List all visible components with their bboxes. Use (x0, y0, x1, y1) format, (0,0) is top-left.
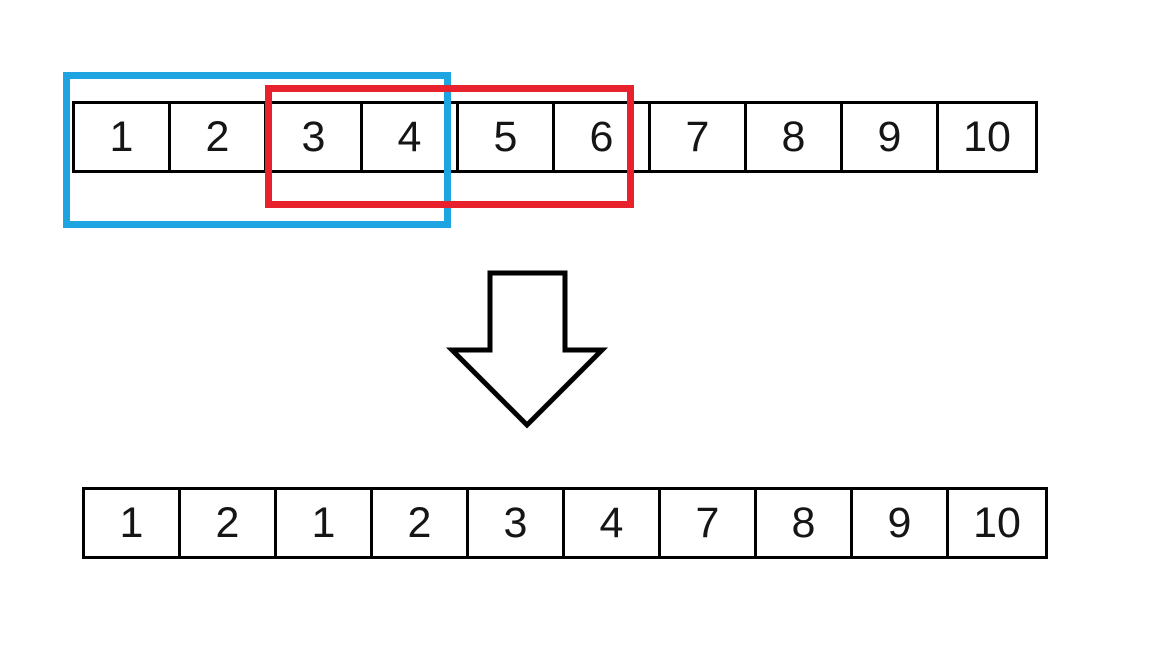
result-array-cell: 2 (181, 490, 277, 556)
source-array-cell: 10 (963, 112, 1011, 161)
result-array-cell: 9 (853, 490, 949, 556)
source-array-cell: 4 (363, 104, 459, 170)
result-array: 1 2 1 2 3 4 7 8 9 10 (82, 487, 1048, 559)
result-array-cell: 10 (973, 498, 1021, 547)
result-array-cell: 2 (373, 490, 469, 556)
result-array-cell: 8 (757, 490, 853, 556)
red-highlight-rect (265, 85, 634, 208)
result-array-cell: 1 (277, 490, 373, 556)
source-array-cell: 6 (555, 104, 651, 170)
source-array-cell: 9 (843, 104, 939, 170)
source-array-cell: 8 (747, 104, 843, 170)
source-array-cell: 7 (651, 104, 747, 170)
blue-highlight-rect (63, 72, 451, 228)
down-arrow-icon (445, 270, 609, 429)
result-array-cell: 4 (565, 490, 661, 556)
source-array-cell: 3 (267, 104, 363, 170)
result-array-cell: 1 (85, 490, 181, 556)
result-array-cell: 7 (661, 490, 757, 556)
result-array-cell: 3 (469, 490, 565, 556)
source-array-cell: 5 (459, 104, 555, 170)
source-array-cell: 1 (75, 104, 171, 170)
source-array: 1 2 3 4 5 6 7 8 9 10 (72, 101, 1038, 173)
